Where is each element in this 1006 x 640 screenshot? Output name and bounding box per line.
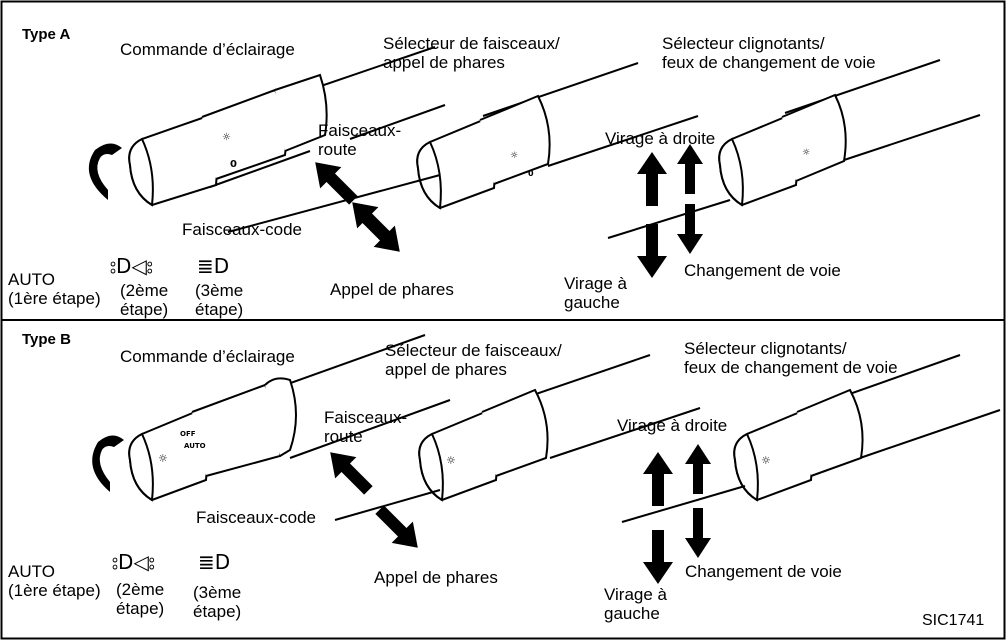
panel-a-stage2-icon: ⦂D◁⦂	[110, 254, 153, 278]
svg-text:☼: ☼	[222, 132, 231, 143]
panel-b-high-beam-label: Faisceaux- route	[324, 408, 408, 446]
panel-b-lane-change-label: Changement de voie	[685, 562, 842, 581]
panel-b-flash-label: Appel de phares	[374, 568, 498, 587]
panel-b-stage2-icon: ⦂D◁⦂	[112, 550, 155, 574]
svg-text:AUTO: AUTO	[184, 442, 206, 450]
panel-b-turn-left-label: Virage à gauche	[604, 585, 668, 623]
panel-a-turn-left-label: Virage à gauche	[564, 274, 628, 312]
panel-a-stage2-label: (2ème étape)	[120, 281, 169, 319]
svg-text:☼: ☼	[158, 452, 168, 465]
panel-a-flash-label: Appel de phares	[330, 280, 454, 299]
panel-b-lighting-title: Commande d’éclairage	[120, 347, 295, 366]
panel-a-beam-title: Sélecteur de faisceaux/ appel de phares	[383, 34, 560, 72]
svg-text:☼: ☼	[761, 454, 771, 467]
panel-b-stage3-label: (3ème étape)	[193, 583, 242, 621]
svg-text:☼: ☼	[510, 151, 518, 161]
panel-a-turn-right-label: Virage à droite	[605, 129, 716, 148]
panel-a-stage3-icon: ≣D	[197, 254, 230, 278]
svg-text:0: 0	[230, 159, 237, 170]
panel-a-high-beam-label: Faisceaux- route	[318, 121, 402, 159]
panel-b-type-label: Type B	[22, 331, 71, 348]
panel-b-stage3-icon: ≣D	[198, 550, 231, 574]
panel-b-beam-title: Sélecteur de faisceaux/ appel de phares	[385, 341, 562, 379]
panel-a-stage3-label: (3ème étape)	[195, 281, 244, 319]
panel-a-type-label: Type A	[22, 26, 71, 43]
panel-a-turn-title: Sélecteur clignotants/ feux de changemen…	[662, 34, 876, 72]
panel-a-stage1-label: AUTO (1ère étape)	[8, 270, 101, 308]
svg-text:0: 0	[528, 169, 534, 178]
panel-b-turn-right-label: Virage à droite	[617, 416, 728, 435]
panel-b-stage2-label: (2ème étape)	[116, 580, 165, 618]
panel-b-stage1-label: AUTO (1ère étape)	[8, 562, 101, 600]
panel-a-lane-change-label: Changement de voie	[684, 261, 841, 280]
panel-a-low-beam-label: Faisceaux-code	[182, 220, 303, 239]
panel-b-turn-title: Sélecteur clignotants/ feux de changemen…	[684, 339, 898, 377]
svg-text:☼: ☼	[446, 454, 456, 467]
panel-a-lighting-title: Commande d’éclairage	[120, 40, 295, 59]
figure-code: SIC1741	[922, 612, 985, 629]
svg-text:OFF: OFF	[180, 430, 196, 438]
panel-b-low-beam-label: Faisceaux-code	[196, 508, 317, 527]
panel-b-drawings: ☼ OFF AUTO ☼ ☼	[92, 334, 1001, 584]
rotate-arrow-b	[92, 435, 124, 492]
rotate-arrow-a	[88, 143, 122, 200]
panel-a-drawings: 0 ☼ ☼ 0 ☼	[88, 46, 981, 278]
svg-text:☼: ☼	[802, 148, 810, 158]
